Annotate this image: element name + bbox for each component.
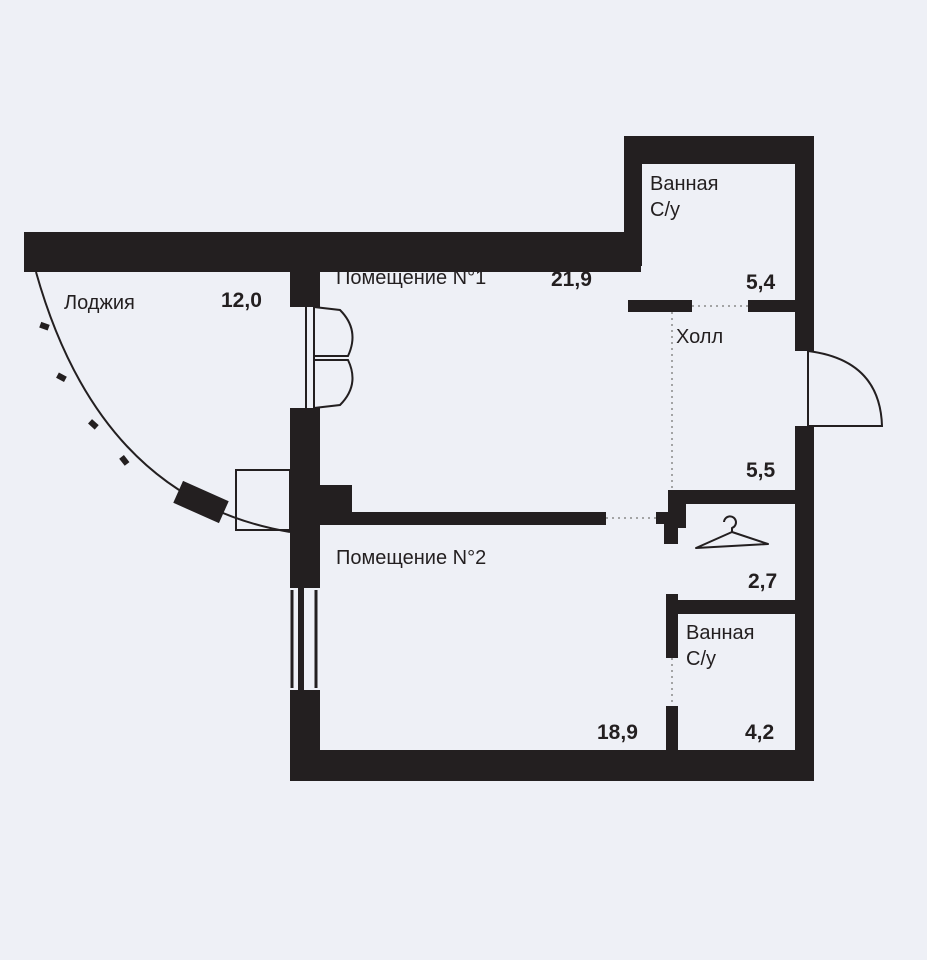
room-name-bath1-line1: Ванная <box>650 173 719 195</box>
room-area-loggia: 12,0 <box>221 289 262 312</box>
partition-dotted <box>606 305 748 706</box>
window-room2 <box>290 590 318 688</box>
loggia-door <box>235 469 291 531</box>
room-name-bath2-line1: Ванная <box>686 622 755 644</box>
room-area-bath2: 4,2 <box>745 721 775 744</box>
room-name-hall: Холл <box>676 326 724 348</box>
loggia-glazing-markers <box>39 321 229 524</box>
room-name-loggia: Лоджия <box>64 292 135 314</box>
hanger-icon <box>695 515 769 549</box>
room-area-wardrobe: 2,7 <box>748 570 778 593</box>
room-area-room2: 18,9 <box>597 721 638 744</box>
walls <box>24 136 814 781</box>
room-area-hall: 5,5 <box>746 459 776 482</box>
room-area-room1: 21,9 <box>551 268 592 291</box>
balcony-door-room1 <box>305 306 354 409</box>
room-name-room1: Помещение N°1 <box>336 267 487 289</box>
room-name-room2: Помещение N°2 <box>336 547 487 569</box>
loggia-outline <box>35 271 291 533</box>
entrance-door <box>807 350 884 427</box>
room-name-bath2-line2: С/у <box>686 648 716 670</box>
room-name-bath1-line2: С/у <box>650 199 680 221</box>
room-area-bath1: 5,4 <box>746 271 776 294</box>
